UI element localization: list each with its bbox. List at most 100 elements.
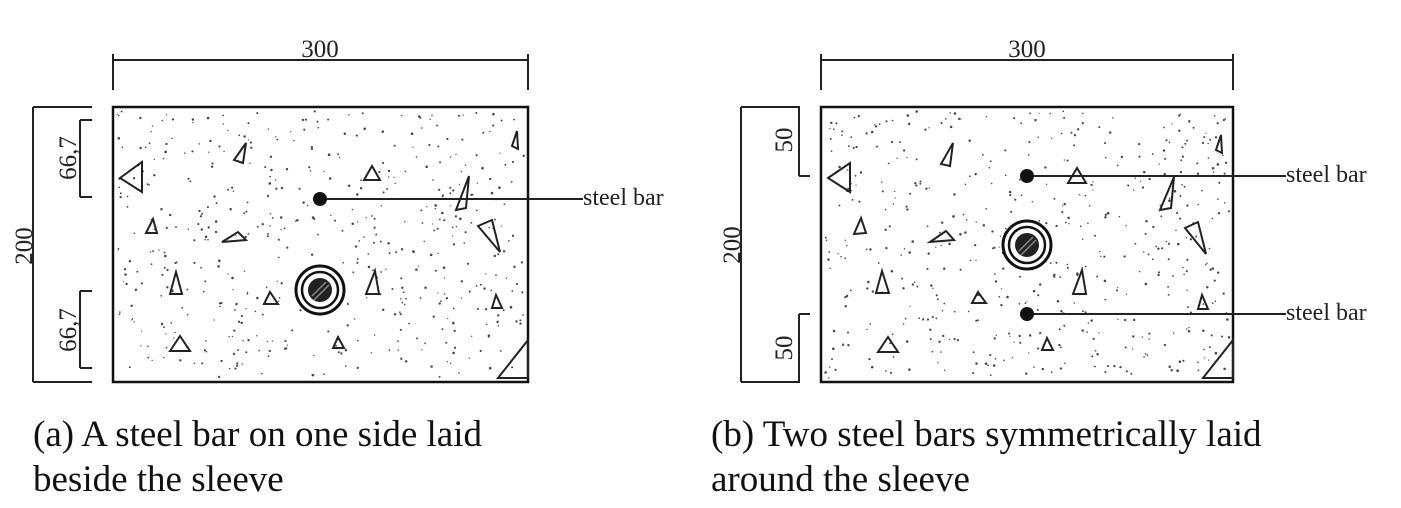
aggregate-dot bbox=[269, 175, 272, 178]
aggregate-dot bbox=[334, 219, 337, 222]
aggregate-dot bbox=[184, 152, 186, 154]
aggregate-dot bbox=[845, 294, 849, 298]
aggregate-dot bbox=[1165, 240, 1168, 243]
aggregate-dot bbox=[228, 367, 231, 370]
aggregate-dot bbox=[1096, 352, 1099, 356]
aggregate-dot bbox=[1037, 294, 1040, 297]
aggregate-dot bbox=[1058, 328, 1061, 331]
aggregate-dot bbox=[146, 183, 149, 186]
aggregate-dot bbox=[1123, 255, 1126, 258]
aggregate-dot bbox=[900, 254, 903, 256]
aggregate-dot bbox=[359, 186, 363, 190]
aggregate-dot bbox=[830, 150, 833, 152]
aggregate-dot bbox=[421, 127, 423, 129]
aggregate-dot bbox=[1124, 346, 1127, 349]
aggregate-dot bbox=[119, 196, 122, 199]
aggregate-dot bbox=[236, 362, 239, 365]
aggregate-dot bbox=[437, 252, 439, 255]
aggregate-dot bbox=[1203, 348, 1205, 351]
aggregate-dot bbox=[400, 298, 402, 300]
aggregate-dot bbox=[1018, 303, 1021, 305]
aggregate-dot bbox=[982, 224, 986, 227]
aggregate-dot bbox=[475, 285, 478, 287]
aggregate-dot bbox=[363, 236, 365, 238]
aggregate-dot bbox=[1092, 337, 1095, 341]
aggregate-dot bbox=[455, 225, 458, 228]
aggregate-dot bbox=[483, 287, 486, 290]
aggregate-dot bbox=[937, 362, 939, 364]
aggregate-dot bbox=[193, 239, 196, 242]
aggregate-dot bbox=[360, 179, 363, 182]
aggregate-dot bbox=[1050, 371, 1053, 373]
aggregate-dot bbox=[488, 226, 490, 229]
aggregate-dot bbox=[1104, 216, 1107, 219]
aggregate-dot bbox=[243, 135, 246, 138]
aggregate-dot bbox=[432, 223, 434, 225]
aggregate-dot bbox=[343, 132, 347, 136]
aggregate-dot bbox=[847, 187, 850, 190]
aggregate-dot bbox=[1000, 303, 1003, 307]
aggregate-dot bbox=[976, 319, 979, 322]
aggregate-dot bbox=[909, 305, 911, 307]
aggregate-dot bbox=[1147, 253, 1150, 256]
aggregate-dot bbox=[373, 217, 376, 220]
aggregate-dot bbox=[393, 144, 396, 147]
aggregate-dot bbox=[166, 268, 169, 272]
aggregate-dot bbox=[428, 143, 431, 147]
aggregate-dot bbox=[382, 161, 385, 164]
aggregate-dot bbox=[852, 146, 855, 150]
aggregate-dot bbox=[285, 168, 289, 171]
aggregate-dot bbox=[139, 146, 142, 150]
aggregate-dot bbox=[229, 208, 232, 211]
aggregate-dot bbox=[829, 137, 832, 140]
aggregate-dot bbox=[1131, 348, 1134, 350]
aggregate-dot bbox=[181, 306, 184, 309]
aggregate-dot bbox=[902, 323, 905, 325]
aggregate-dot bbox=[866, 328, 868, 331]
aggregate-dot bbox=[915, 158, 918, 161]
aggregate-dot bbox=[256, 112, 259, 115]
aggregate-dot bbox=[1189, 238, 1193, 241]
aggregate-dot bbox=[452, 189, 455, 192]
aggregate-dot bbox=[1066, 263, 1069, 266]
aggregate-dot bbox=[1067, 216, 1070, 220]
aggregate-dot bbox=[452, 321, 455, 325]
aggregate-triangles-b bbox=[826, 134, 1234, 379]
aggregate-dot bbox=[373, 334, 376, 336]
aggregate-dot bbox=[237, 348, 240, 351]
aggregate-dot bbox=[1178, 360, 1182, 363]
aggregate-dot bbox=[191, 150, 194, 153]
aggregate-dot bbox=[373, 226, 376, 229]
aggregate-dot bbox=[330, 214, 332, 217]
aggregate-dot bbox=[497, 325, 500, 327]
aggregate-dot bbox=[454, 215, 458, 218]
aggregate-dot bbox=[1144, 282, 1148, 286]
aggregate-dot bbox=[915, 110, 918, 113]
aggregate-dot bbox=[931, 350, 934, 353]
aggregate-dot bbox=[1209, 138, 1212, 141]
aggregate-dot bbox=[152, 250, 155, 253]
aggregate-dot bbox=[831, 358, 833, 361]
aggregate-dot bbox=[421, 349, 423, 351]
aggregate-dot bbox=[1033, 366, 1035, 368]
aggregate-dot bbox=[337, 351, 340, 354]
aggregate-dot bbox=[1103, 255, 1106, 258]
aggregate-dot bbox=[1070, 131, 1073, 134]
aggregate-dot bbox=[953, 112, 957, 115]
aggregate-dot bbox=[128, 259, 132, 263]
aggregate-dot bbox=[1211, 166, 1215, 170]
aggregate-dot bbox=[892, 356, 895, 358]
aggregate-dot bbox=[312, 374, 315, 376]
figure: 300 200 66,7 66,7 bbox=[11, 36, 1367, 384]
aggregate-dot bbox=[399, 313, 402, 316]
aggregate-dot bbox=[228, 335, 230, 338]
aggregate-dot bbox=[198, 143, 200, 145]
aggregate-dot bbox=[896, 157, 898, 159]
aggregate-dot bbox=[1086, 331, 1088, 333]
aggregate-dot bbox=[432, 315, 435, 318]
aggregate-dot bbox=[1092, 189, 1094, 191]
aggregate-dot bbox=[356, 261, 359, 264]
aggregate-dot bbox=[1186, 328, 1188, 330]
aggregate-dot bbox=[1201, 189, 1203, 192]
aggregate-dot bbox=[298, 187, 301, 190]
